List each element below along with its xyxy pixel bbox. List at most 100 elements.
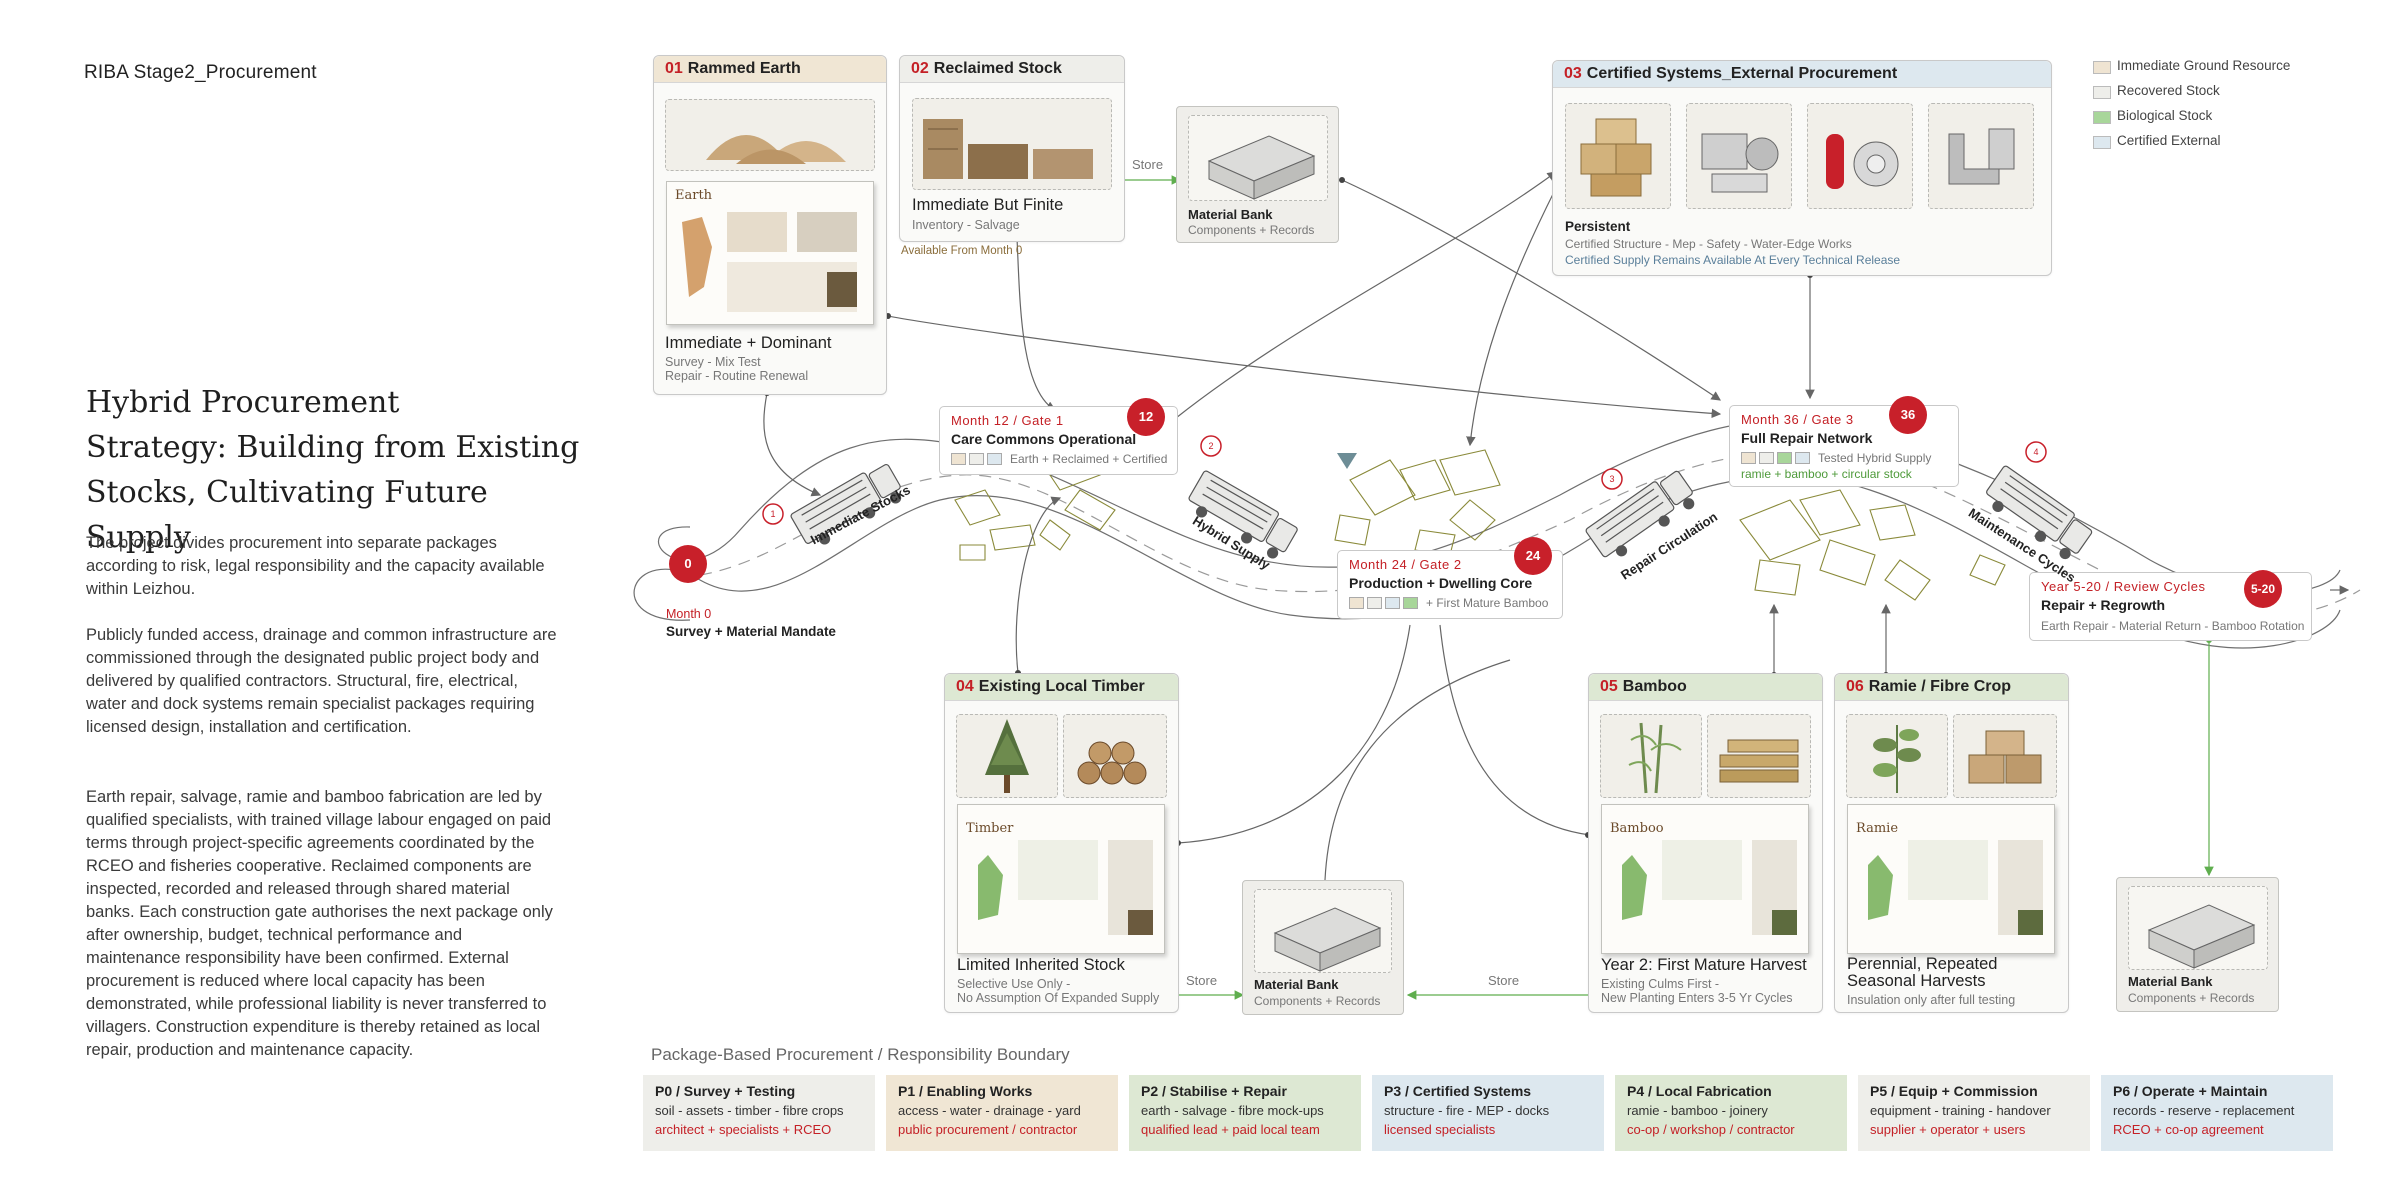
legend-swatch — [1349, 597, 1364, 609]
package-title: P6 / Operate + Maintain — [2113, 1083, 2268, 1099]
legend-label: Certified External — [2117, 133, 2221, 148]
legend-label: Recovered Stock — [2117, 83, 2220, 98]
fibre-bales-icon — [1968, 730, 2042, 784]
material-bank-subtitle: Components + Records — [2128, 991, 2255, 1005]
timber-image-slot — [1063, 714, 1167, 798]
gate-name: Care Commons Operational — [951, 431, 1137, 447]
log-pile-icon — [1077, 741, 1147, 785]
gate-circle-1: 12 — [1127, 398, 1165, 436]
certified-image-slot — [1565, 103, 1671, 209]
legend-label: Biological Stock — [2117, 108, 2213, 123]
package-subtitle: Existing Culms First - — [1601, 977, 1720, 991]
legend-swatch — [2093, 61, 2111, 74]
material-bank-image-slot — [1188, 115, 1328, 201]
legend: Immediate Ground Resource Recovered Stoc… — [2090, 58, 2350, 158]
package-title: Seasonal Harvests — [1847, 972, 1986, 990]
certified-image-slot — [1807, 103, 1913, 209]
package-name: Reclaimed Stock — [933, 60, 1062, 77]
north-arrow — [1337, 453, 1357, 469]
tree-icon — [985, 719, 1029, 793]
package-title: Limited Inherited Stock — [957, 956, 1125, 974]
gate-note-secondary: ramie + bamboo + circular stock — [1741, 467, 1912, 481]
earth-sheet-graphic — [682, 212, 857, 312]
package-responsibility: supplier + operator + users — [1870, 1122, 2026, 1137]
gate-note: + First Mature Bamboo — [1426, 596, 1549, 610]
bamboo-image-slot — [1600, 714, 1702, 798]
gate-label: Year 5-20 / Review Cycles — [2041, 579, 2206, 594]
package-title: Year 2: First Mature Harvest — [1601, 956, 1807, 974]
earth-reference-sheet: Earth — [666, 181, 874, 325]
gate-circle-2: 24 — [1514, 537, 1552, 575]
gate-circle-start: 0 — [669, 545, 707, 583]
package-responsibility: co-op / workshop / contractor — [1627, 1122, 1795, 1137]
package-title: Persistent — [1565, 219, 1631, 234]
package-subtitle: Certified Structure - Mep - Safety - Wat… — [1565, 237, 1852, 251]
legend-swatch — [969, 453, 984, 465]
procurement-package-p6: P6 / Operate + Maintain records - reserv… — [2101, 1075, 2333, 1151]
package-subtitle: No Assumption Of Expanded Supply — [957, 991, 1160, 1005]
material-bank-image-slot — [1254, 889, 1392, 973]
package-name: Ramie / Fibre Crop — [1868, 678, 2012, 695]
legend-swatch — [987, 453, 1002, 465]
package-name: Existing Local Timber — [978, 678, 1145, 695]
gate-name: Repair + Regrowth — [2041, 597, 2166, 613]
package-name: Bamboo — [1622, 678, 1687, 695]
sheet-title: Timber — [966, 821, 1014, 836]
procurement-package-p5: P5 / Equip + Commission equipment - trai… — [1858, 1075, 2090, 1151]
package-subtitle: Inventory - Salvage — [912, 218, 1020, 232]
material-bank-right: Material Bank Components + Records — [2116, 877, 2279, 1012]
document-title: RIBA Stage2_Procurement — [84, 62, 317, 83]
timber-stack-icon — [923, 119, 1093, 179]
svg-text:3: 3 — [1609, 474, 1614, 484]
gate-note: Earth Repair - Material Return - Bamboo … — [2041, 619, 2305, 633]
certified-image-slot — [1928, 103, 2034, 209]
gate-note: Earth + Reclaimed + Certified — [1010, 452, 1168, 466]
package-scope: ramie - bamboo - joinery — [1627, 1103, 1768, 1118]
package-title: P3 / Certified Systems — [1384, 1083, 1532, 1099]
svg-text:1: 1 — [770, 509, 775, 519]
package-title: Perennial, Repeated — [1847, 955, 1998, 973]
material-bank-image-slot — [2128, 886, 2268, 970]
legend-swatch — [2093, 86, 2111, 99]
ramie-reference-sheet: Ramie — [1847, 804, 2055, 954]
mep-ducts-icon — [1701, 133, 1779, 193]
package-scope: earth - salvage - fibre mock-ups — [1141, 1103, 1324, 1118]
package-responsibility: architect + specialists + RCEO — [655, 1122, 832, 1137]
warehouse-icon — [1273, 907, 1382, 972]
package-title: Immediate + Dominant — [665, 334, 832, 352]
package-name: Certified Systems_External Procurement — [1586, 65, 1898, 82]
package-number: 06 — [1846, 678, 1864, 695]
package-number: 05 — [1600, 678, 1618, 695]
bamboo-sheet-graphic — [1622, 840, 1797, 935]
package-number: 02 — [911, 60, 929, 77]
legend-swatch — [1403, 597, 1418, 609]
main-heading: Hybrid Procurement Strategy: Building fr… — [86, 380, 586, 560]
store-label: Store — [1488, 973, 1520, 988]
connectors — [763, 171, 1891, 881]
package-title: Immediate But Finite — [912, 196, 1064, 214]
body-paragraph: The project divides procurement into sep… — [86, 534, 545, 598]
gate-name: Production + Dwelling Core — [1349, 575, 1533, 591]
crates-icon — [1580, 118, 1652, 197]
package-note: Certified Supply Remains Available At Ev… — [1565, 253, 1901, 267]
start-label: Month 0 — [666, 607, 712, 621]
material-bank-title: Material Bank — [2128, 974, 2213, 989]
boundary-title: Package-Based Procurement / Responsibili… — [651, 1045, 1070, 1064]
procurement-package-p0: P0 / Survey + Testing soil - assets - ti… — [643, 1075, 875, 1151]
package-scope: structure - fire - MEP - docks — [1384, 1103, 1550, 1118]
legend-swatch — [1741, 452, 1756, 464]
heading-line: Strategy: Building from Existing — [86, 430, 580, 465]
legend-label: Immediate Ground Resource — [2117, 58, 2291, 73]
truck-illustrations — [790, 463, 2093, 560]
body-paragraph: Publicly funded access, drainage and com… — [86, 626, 557, 736]
gate-label: Month 12 / Gate 1 — [951, 413, 1064, 428]
package-name: Rammed Earth — [687, 60, 801, 77]
procurement-package-p2: P2 / Stabilise + Repair earth - salvage … — [1129, 1075, 1361, 1151]
bamboo-bundle-icon — [1719, 739, 1799, 783]
store-label: Store — [1186, 973, 1218, 988]
package-title: P1 / Enabling Works — [898, 1083, 1033, 1099]
